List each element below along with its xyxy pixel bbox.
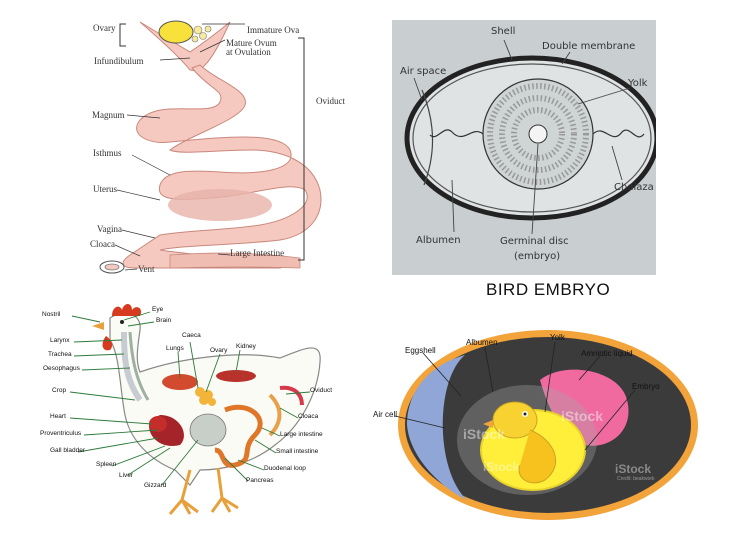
eye-label: Eye: [152, 306, 164, 313]
watermark-left: iStock: [463, 426, 506, 442]
double-membrane-label: Double membrane: [542, 41, 636, 52]
eggshell-label: Eggshell: [405, 346, 436, 355]
vent-label: Vent: [138, 264, 155, 274]
embryo-label-diagram: Embryo: [632, 382, 660, 391]
egg-drawing: [404, 39, 656, 235]
amniotic-liquid-label: Amniotic liquid: [581, 349, 633, 358]
watermark-credit: Credit: beakwork: [617, 476, 655, 482]
watermark-center: iStock: [561, 408, 604, 424]
large-intestine-label: Large Intestine: [230, 248, 285, 258]
chicken-anatomy-diagram: Nostril Eye Brain Larynx Trachea Oesopha…: [40, 300, 350, 525]
spleen-label: Spleen: [96, 461, 117, 468]
crop-label: Crop: [52, 387, 67, 394]
germinal-disc-label: Germinal disc: [500, 236, 569, 247]
caeca-label: Caeca: [182, 332, 201, 339]
air-cell-label: Air cell: [373, 410, 398, 419]
gall-bladder-label: Gall bladder: [50, 447, 86, 454]
bird-embryo-caption: BIRD EMBRYO: [486, 280, 611, 299]
cloaca-label-chicken: Cloaca: [298, 413, 319, 420]
chicken-drawing: [69, 304, 321, 515]
uterus-label: Uterus: [93, 184, 117, 194]
cloaca-label: Cloaca: [90, 239, 115, 249]
egg-diagram: Shell Double membrane Air space Yolk Cha…: [392, 20, 656, 275]
embryo-diagram: iStock iStock iStock iStock Credit: beak…: [365, 300, 700, 525]
heart-label: Heart: [50, 413, 66, 420]
liver-label: Liver: [119, 472, 134, 479]
oviduct-diagram: Ovary Immature Ova Mature Ovum at Ovulat…: [40, 10, 368, 278]
embryo-label: (embryo): [514, 251, 561, 262]
air-space-label: Air space: [400, 66, 447, 77]
isthmus-label: Isthmus: [93, 148, 122, 158]
yolk-label: Yolk: [628, 78, 648, 89]
yolk-label-embryo: Yolk: [550, 333, 565, 342]
larynx-label: Larynx: [50, 337, 70, 344]
magnum-label: Magnum: [92, 110, 125, 120]
brain-label: Brain: [156, 317, 172, 324]
shell-label: Shell: [491, 26, 516, 37]
watermark-bottom-right: iStock: [615, 462, 652, 476]
trachea-label: Trachea: [48, 351, 72, 358]
lungs-label: Lungs: [166, 345, 184, 352]
chalaza-label: Chalaza: [614, 182, 654, 193]
immature-ova-label: Immature Ova: [247, 25, 300, 35]
proventriculus-label: Proventriculus: [40, 430, 82, 437]
watermark-bottom-left: iStock: [483, 460, 520, 474]
vagina-label: Vagina: [97, 224, 122, 234]
large-intestine-label-chicken: Large intestine: [280, 431, 323, 438]
albumen-label: Albumen: [416, 235, 461, 246]
infundibulum-label: Infundibulum: [94, 56, 144, 66]
oviduct-label: Oviduct: [316, 96, 345, 106]
ovary-label-chicken: Ovary: [210, 347, 228, 354]
mature-ovum-label: Mature Ovum: [226, 38, 277, 48]
gizzard-label: Gizzard: [144, 482, 167, 489]
small-intestine-label: Small intestine: [276, 448, 319, 455]
oesophagus-label: Oesophagus: [43, 365, 80, 372]
kidney-label: Kidney: [236, 343, 256, 350]
pancreas-label: Pancreas: [246, 477, 274, 484]
oviduct-label-chicken: Oviduct: [310, 387, 333, 394]
embryo-drawing: [394, 330, 698, 520]
albumen-label-embryo: Albumen: [466, 338, 498, 347]
at-ovulation-label: at Ovulation: [226, 47, 271, 57]
nostril-label: Nostril: [42, 311, 61, 318]
oviduct-drawing: [99, 20, 322, 274]
ovary-label: Ovary: [93, 23, 116, 33]
duodenal-loop-label: Duodenal loop: [264, 465, 306, 472]
